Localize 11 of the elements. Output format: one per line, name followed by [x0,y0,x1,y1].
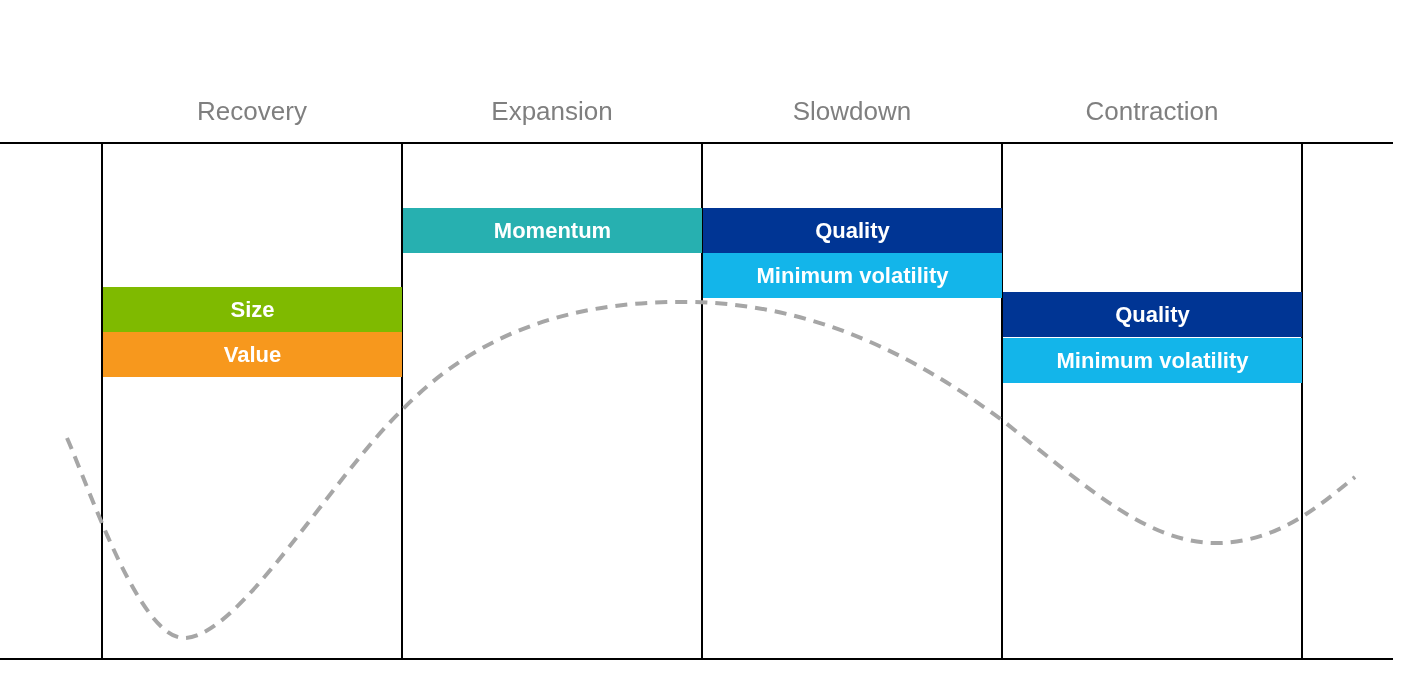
factor-bar: Value [103,332,402,377]
phase-heading: Contraction [1085,95,1219,128]
phase-heading: Recovery [197,95,307,128]
factor-bar: Minimum volatility [1003,338,1302,383]
factor-bar: Quality [1003,292,1302,337]
factor-bar: Size [103,287,402,332]
factor-bar: Momentum [403,208,702,253]
factor-bar: Quality [703,208,1002,253]
phase-heading: Expansion [491,95,613,128]
factor-bar: Minimum volatility [703,253,1002,298]
phase-heading: Slowdown [792,95,912,128]
